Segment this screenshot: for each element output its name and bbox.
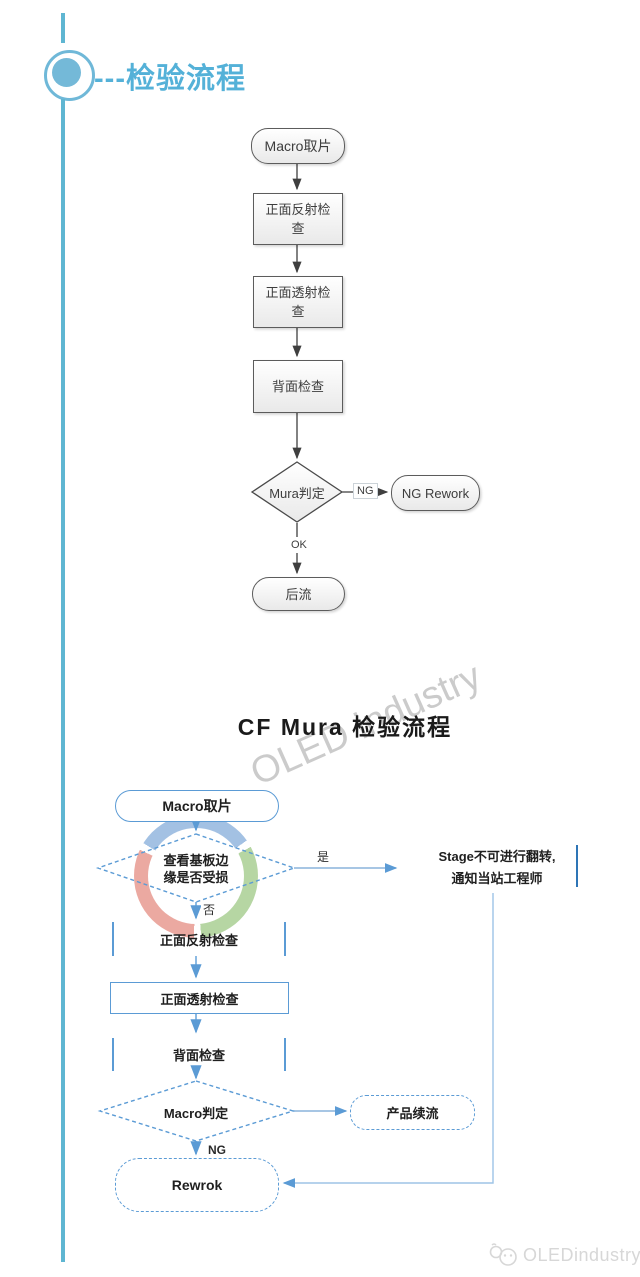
node-c1-front-reflect: 正面反射检查: [253, 193, 343, 245]
node-c2-front-reflect: 正面反射检查: [112, 922, 286, 956]
brand-icon: [489, 1243, 517, 1266]
node-c2-decision1-label: 查看基板边缘是否受损: [163, 853, 229, 885]
node-c1-front-transmit-label: 正面透射检查: [265, 285, 331, 319]
node-c2-continue: 产品续流: [350, 1095, 475, 1130]
label-c1-ng: NG: [353, 483, 378, 499]
decision-diamond-edge-damage: [95, 833, 297, 903]
node-c1-decision-label: Mura判定: [269, 485, 325, 501]
node-c1-start: Macro取片: [251, 128, 345, 164]
label-c2-ng: NG: [206, 1143, 228, 1157]
node-c2-decision2-label: Macro判定: [163, 1106, 229, 1121]
title-text: 检验流程: [125, 63, 246, 95]
decision-diamond-mura: [250, 461, 344, 523]
label-c2-no: 否: [201, 903, 218, 917]
node-c2-front-transmit: 正面透射检查: [110, 982, 289, 1014]
note-stage-line2: 通知当站工程师: [451, 871, 543, 886]
node-c1-front-reflect-label: 正面反射检查: [265, 202, 331, 236]
section-title: ---检验流程: [94, 55, 246, 97]
node-c1-end: 后流: [252, 577, 345, 611]
note-stage-line1: Stage不可进行翻转,: [438, 849, 556, 864]
node-c1-ng-rework: NG Rework: [391, 475, 480, 511]
label-c1-ok: OK: [287, 537, 311, 553]
rail-dash-top: [61, 13, 65, 43]
decision-diamond-macro: [97, 1080, 296, 1142]
title-dashes: ---: [94, 63, 126, 95]
node-c2-rework: Rewrok: [115, 1158, 279, 1212]
node-c2-start: Macro取片: [115, 790, 279, 822]
brand-name: OLEDindustry: [523, 1245, 640, 1265]
chart2-title: CF Mura 检验流程: [237, 714, 453, 740]
bullet-circle: [44, 50, 95, 101]
node-c1-front-transmit: 正面透射检查: [253, 276, 343, 328]
label-c2-yes: 是: [315, 850, 332, 864]
bullet-circle-fill: [52, 58, 81, 87]
rail-line: [61, 99, 65, 1262]
brand-watermark: OLEDindustry: [487, 1240, 640, 1270]
return-connector-rework: [282, 893, 494, 1188]
note-stage-warning: Stage不可进行翻转, 通知当站工程师: [407, 846, 587, 890]
node-c2-back-check: 背面检查: [112, 1038, 286, 1071]
node-c1-back-check: 背面检查: [253, 360, 343, 413]
